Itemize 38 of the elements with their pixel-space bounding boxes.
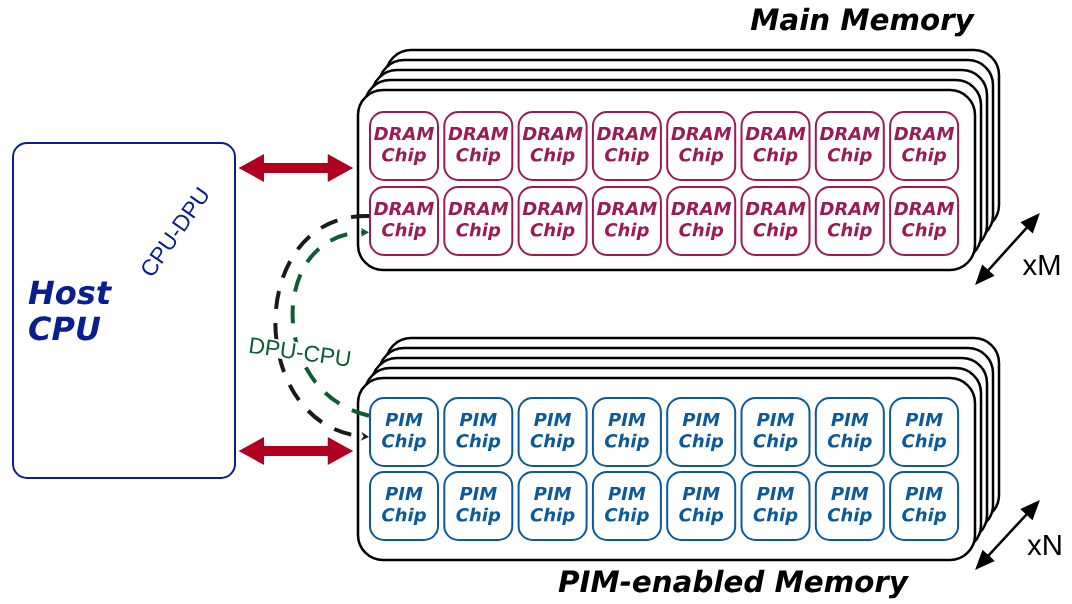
chip-box: PIM Chip [814, 471, 885, 541]
chip-box: DRAM Chip [814, 111, 885, 181]
chip-box: DRAM Chip [369, 111, 439, 181]
chip-box: DRAM Chip [591, 186, 662, 256]
chip-box: DRAM Chip [740, 186, 811, 256]
chip-box: DRAM Chip [517, 111, 588, 181]
chip-box: PIM Chip [443, 397, 514, 467]
module-heading: Main Memory [750, 7, 975, 37]
edge-label: DPU-CPU [246, 335, 354, 369]
chip-box: DRAM Chip [443, 111, 514, 181]
chip-box: DRAM Chip [666, 186, 737, 256]
chip-box: PIM Chip [517, 397, 588, 467]
chip-box: PIM Chip [889, 397, 960, 467]
chip-box: PIM Chip [591, 397, 662, 467]
chip-box: DRAM Chip [889, 111, 960, 181]
chip-box: DRAM Chip [666, 111, 737, 181]
multiplier-label: xM [1022, 254, 1060, 276]
chip-box: PIM Chip [740, 471, 811, 541]
chip-box: DRAM Chip [740, 111, 811, 181]
chip-box: DRAM Chip [369, 186, 439, 256]
chip-box: DRAM Chip [517, 186, 588, 256]
multiplier-label: xN [1027, 534, 1061, 556]
chip-box: PIM Chip [814, 397, 885, 467]
chip-box: PIM Chip [443, 471, 514, 541]
chip-box: PIM Chip [369, 397, 439, 467]
chip-box: DRAM Chip [591, 111, 662, 181]
arrow [290, 227, 370, 418]
module-heading: PIM-enabled Memory [558, 569, 909, 599]
chip-box: PIM Chip [517, 471, 588, 541]
chip-box: DRAM Chip [443, 186, 514, 256]
chip-box: PIM Chip [591, 471, 662, 541]
chip-box: PIM Chip [666, 471, 737, 541]
chip-box: DRAM Chip [889, 186, 960, 256]
chip-box: PIM Chip [889, 471, 960, 541]
chip-box: PIM Chip [369, 471, 439, 541]
chip-box: DRAM Chip [814, 186, 885, 256]
chip-box: PIM Chip [740, 397, 811, 467]
chip-box: PIM Chip [666, 397, 737, 467]
